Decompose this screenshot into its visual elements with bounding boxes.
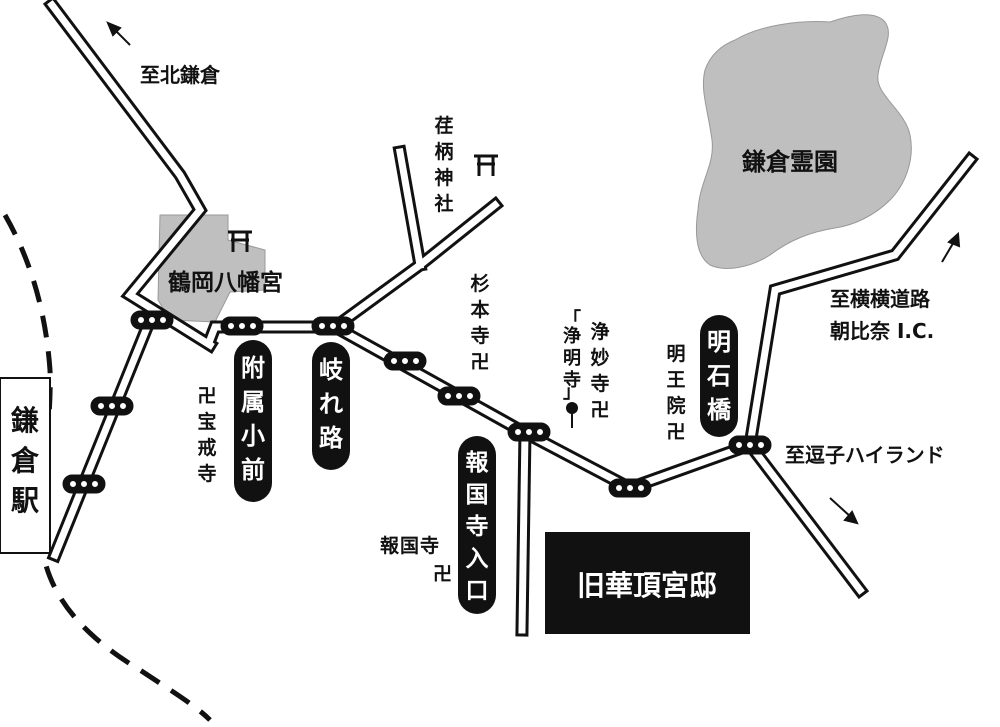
bus-stop-char: 明 — [707, 328, 731, 356]
temple-icon: 卍 — [433, 563, 452, 585]
sugimotodera-char: 杉 — [470, 272, 489, 295]
traffic-signal — [62, 474, 106, 494]
bus-stop-char: 岐 — [319, 356, 343, 384]
traffic-signal — [311, 316, 355, 336]
hokokuji-label-1: 国 — [400, 535, 419, 557]
traffic-signal — [437, 386, 481, 406]
bus-stop-char: 附 — [241, 354, 265, 382]
bus-stop-char: 属 — [241, 388, 265, 416]
dest-zushi-highland: 至逗子ハイランド — [785, 443, 945, 467]
jomyoji-busstop-char: 寺 — [563, 370, 581, 391]
traffic-signal — [507, 422, 551, 442]
egara-tenjinsha-char: 社 — [433, 192, 453, 215]
jomyoji-char: 浄 — [590, 320, 609, 343]
bus-stop-char: 小 — [241, 422, 265, 450]
traffic-signals — [62, 310, 772, 498]
egara-tenjinsha-char: 柄 — [434, 141, 453, 163]
hokokuji-label-0: 報 — [380, 534, 400, 557]
hachimangu-label: 鶴岡八幡宮 — [168, 269, 283, 296]
sugimotodera-char: 本 — [470, 298, 489, 321]
bus-stop-char: 橋 — [707, 396, 732, 424]
station-name-char: 鎌 — [11, 404, 39, 437]
arrow-northeast-icon — [941, 231, 961, 263]
myooin-char: 明 — [666, 343, 685, 365]
jomyoji-char: 寺 — [590, 373, 609, 395]
dest-yokohama-road: 至横横道路 — [830, 287, 931, 311]
kamakura-reien-area — [696, 14, 912, 269]
traffic-signal — [383, 351, 427, 371]
egara-tenjinsha-char: 荏 — [434, 115, 453, 137]
jomyoji-char: 妙 — [590, 346, 609, 369]
traffic-signal — [130, 310, 174, 330]
bus-stop-fuzoku-shomae: 附 属 小 前 — [234, 340, 272, 502]
bus-stop-char: 路 — [319, 424, 344, 452]
bus-stop-char: 国 — [466, 482, 489, 508]
bus-stop-hokokuji-iriguchi: 報 国 寺 入 口 — [458, 436, 496, 614]
station-box — [0, 377, 51, 554]
hokaiji-char: 戒 — [197, 437, 216, 459]
station-name-char: 倉 — [10, 444, 40, 477]
arrow-southeast-icon — [829, 497, 859, 525]
hokaiji-char: 寺 — [197, 463, 216, 485]
traffic-signal — [608, 478, 652, 498]
dest-north-kamakura: 至北鎌倉 — [140, 63, 221, 87]
traffic-signal — [90, 396, 134, 416]
jomyoji-busstop-char: 浄 — [563, 325, 581, 347]
temple-icon: 卍 — [590, 399, 609, 421]
myooin-char: 院 — [666, 394, 685, 417]
jomyoji-busstop-char: 」 — [563, 382, 581, 403]
arrow-north-icon — [106, 21, 131, 46]
traffic-signal — [220, 316, 264, 336]
hokaiji-char: 宝 — [197, 410, 216, 433]
bus-stop-char: 石 — [706, 362, 731, 390]
temple-icon: 卍 — [197, 385, 216, 407]
shrine-icon — [228, 230, 252, 252]
sugimotodera-char: 寺 — [470, 325, 489, 347]
bus-stop-char: 入 — [466, 546, 489, 572]
bus-stop-wakarejimichi: 岐 れ 路 — [312, 342, 350, 470]
jomyoji-busstop-char: 「 — [563, 308, 581, 330]
bus-stop-pin-icon — [566, 402, 578, 428]
direction-arrows — [106, 21, 961, 525]
bus-stop-char: 報 — [466, 449, 490, 476]
bus-stop-char: れ — [319, 390, 343, 418]
destination-kyu-kachomiya-tei: 旧華頂宮邸 — [545, 532, 750, 634]
bus-stop-myoishibashi: 明 石 橋 — [700, 315, 738, 437]
bus-stop-char: 前 — [241, 456, 265, 484]
kamakura-reien-label: 鎌倉霊園 — [742, 148, 838, 176]
dest-asahina-ic: 朝比奈 I.C. — [830, 319, 934, 343]
egara-tenjinsha-char: 神 — [434, 166, 453, 189]
jomyoji-busstop-char: 明 — [563, 348, 581, 369]
bus-stop-char: 口 — [466, 578, 489, 604]
station-name-char: 駅 — [11, 484, 39, 517]
destination-label: 旧華頂宮邸 — [577, 569, 717, 602]
temple-icon: 卍 — [666, 421, 685, 443]
myooin-char: 王 — [666, 369, 685, 391]
bus-stop-char: 寺 — [466, 514, 489, 540]
temple-icon: 卍 — [470, 351, 489, 373]
traffic-signal — [728, 435, 772, 455]
shrine-icon — [474, 154, 498, 176]
hokokuji-label-2: 寺 — [420, 535, 439, 557]
